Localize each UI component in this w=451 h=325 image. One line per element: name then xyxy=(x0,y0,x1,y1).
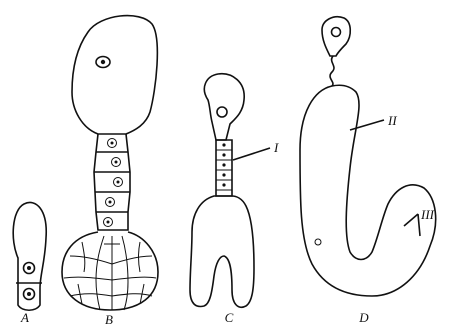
stage-c-embryo xyxy=(190,74,270,307)
leader-i xyxy=(233,148,270,160)
leader-iii-a xyxy=(404,214,418,226)
label-iii: III xyxy=(420,207,435,222)
label-i: I xyxy=(273,140,279,155)
stage-a-embryo xyxy=(13,202,46,310)
label-ii: II xyxy=(387,113,397,128)
label-b: B xyxy=(105,312,113,325)
leader-iii-b xyxy=(418,214,420,236)
label-d: D xyxy=(358,310,369,325)
stage-d-embryo xyxy=(300,17,436,296)
leader-ii xyxy=(350,120,384,130)
label-c: C xyxy=(225,310,234,325)
stage-b-embryo xyxy=(62,16,158,310)
label-a: A xyxy=(20,310,29,325)
